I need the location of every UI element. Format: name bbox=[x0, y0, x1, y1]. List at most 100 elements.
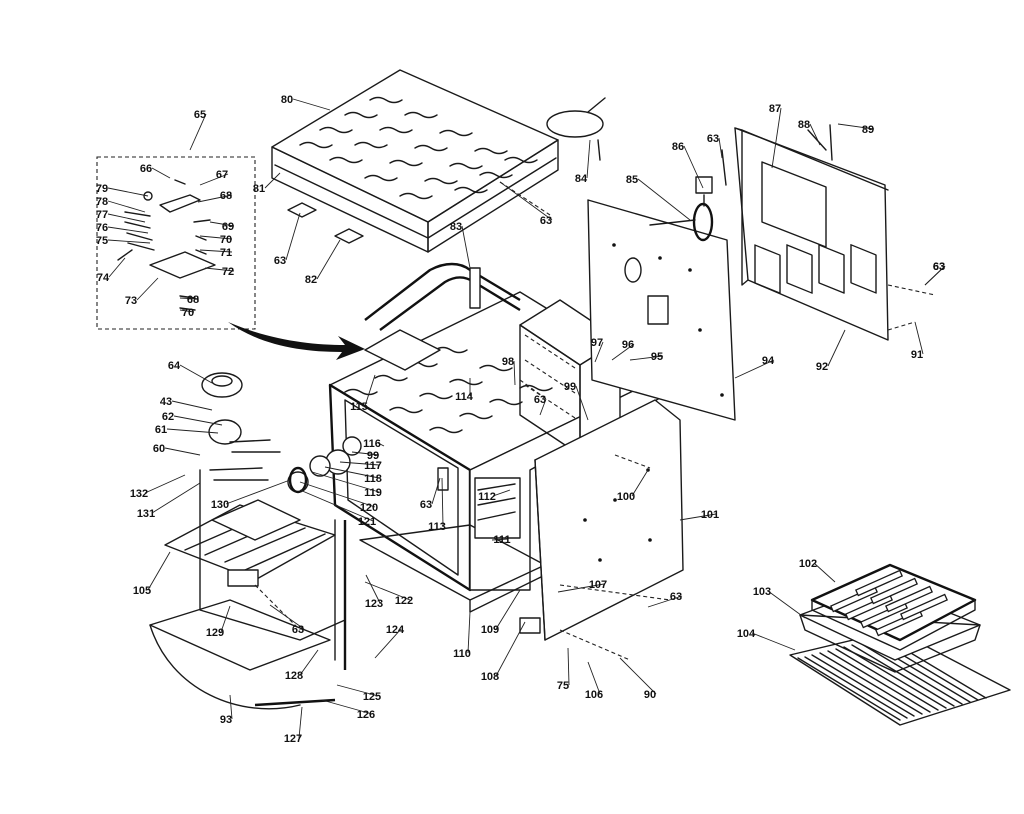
leader-line bbox=[594, 341, 604, 363]
leader-line bbox=[299, 649, 319, 676]
callout-label: 70 bbox=[220, 234, 232, 246]
leader-line bbox=[311, 471, 380, 493]
callout-label: 75 bbox=[557, 680, 569, 692]
leader-line bbox=[751, 632, 796, 651]
callout-label: 63 bbox=[292, 624, 304, 636]
callout-label: 110 bbox=[453, 648, 471, 660]
leader-line bbox=[107, 187, 149, 197]
callout-label: 63 bbox=[534, 394, 546, 406]
leader-line bbox=[441, 477, 444, 527]
leader-line bbox=[813, 562, 836, 583]
callout-label: 96 bbox=[622, 339, 634, 351]
callout-label: 93 bbox=[220, 714, 232, 726]
leader-line bbox=[264, 172, 281, 189]
callout-label: 63 bbox=[540, 215, 552, 227]
leader-line bbox=[611, 343, 635, 361]
callout-label: 69 bbox=[222, 221, 234, 233]
callout-label: 63 bbox=[707, 133, 719, 145]
callout-label: 129 bbox=[206, 627, 224, 639]
leader-line bbox=[199, 235, 233, 240]
callout-label: 78 bbox=[96, 196, 108, 208]
callout-label: 116 bbox=[363, 438, 381, 450]
leader-line bbox=[809, 123, 821, 146]
leader-line bbox=[199, 249, 233, 253]
leader-line bbox=[647, 595, 683, 608]
leader-line bbox=[495, 621, 526, 677]
callout-label: 113 bbox=[428, 521, 446, 533]
leader-line bbox=[365, 574, 381, 604]
back-cover-vents bbox=[754, 244, 877, 294]
callout-label: 43 bbox=[160, 396, 172, 408]
callout-label: 84 bbox=[575, 173, 588, 185]
callout-label: 95 bbox=[651, 351, 663, 363]
callout-label: 125 bbox=[363, 691, 381, 703]
leader-line bbox=[364, 374, 376, 407]
leader-line bbox=[107, 226, 149, 234]
leader-line bbox=[364, 581, 411, 601]
callout-label: 108 bbox=[481, 671, 499, 683]
callout-label: 90 bbox=[644, 689, 656, 701]
callout-label: 64 bbox=[168, 360, 181, 372]
leader-line bbox=[351, 451, 380, 456]
callout-label: 118 bbox=[364, 473, 382, 485]
callout-label: 79 bbox=[96, 183, 108, 195]
leader-line bbox=[492, 489, 511, 497]
back-cover-panel bbox=[734, 124, 889, 341]
callout-label: 100 bbox=[617, 491, 635, 503]
callout-label: 77 bbox=[96, 209, 108, 221]
leader-line bbox=[321, 699, 373, 715]
callout-label: 97 bbox=[591, 337, 603, 349]
leader-line bbox=[324, 466, 380, 479]
side-panel bbox=[519, 399, 684, 641]
callout-label: 88 bbox=[798, 119, 810, 131]
callout-label: 65 bbox=[194, 109, 206, 121]
callout-label: 92 bbox=[816, 361, 828, 373]
leader-line bbox=[108, 257, 126, 278]
callout-label: 71 bbox=[220, 247, 232, 259]
callout-label: 67 bbox=[216, 169, 228, 181]
callout-label: 86 bbox=[672, 141, 684, 153]
callout-label: 132 bbox=[130, 488, 148, 500]
callout-label: 131 bbox=[137, 508, 155, 520]
callout-label: 123 bbox=[365, 598, 383, 610]
callout-label: 63 bbox=[274, 255, 286, 267]
callout-label: 111 bbox=[493, 534, 510, 546]
leader-line bbox=[151, 482, 201, 514]
callout-label: 109 bbox=[481, 624, 499, 636]
leader-line bbox=[209, 221, 235, 227]
leader-line bbox=[179, 309, 195, 313]
left-components bbox=[201, 372, 308, 494]
leader-line bbox=[718, 137, 723, 159]
leader-line bbox=[827, 329, 846, 367]
leader-line bbox=[499, 181, 553, 221]
leader-line bbox=[292, 98, 331, 111]
leader-line bbox=[144, 474, 186, 494]
leader-line bbox=[339, 461, 380, 466]
leader-line bbox=[567, 647, 570, 686]
leader-line bbox=[767, 590, 806, 619]
callout-label: 68 bbox=[187, 294, 199, 306]
callout-label: 73 bbox=[125, 295, 137, 307]
callout-label: 91 bbox=[911, 349, 923, 361]
callout-label: 105 bbox=[133, 585, 151, 597]
callout-label: 66 bbox=[140, 163, 152, 175]
callout-label: 82 bbox=[305, 274, 317, 286]
leader-line bbox=[197, 194, 233, 203]
callout-label: 99 bbox=[564, 381, 576, 393]
callout-label: 98 bbox=[502, 356, 514, 368]
inset-bracket-assembly bbox=[96, 156, 256, 330]
leader-line bbox=[107, 213, 146, 223]
leader-line bbox=[431, 477, 441, 505]
leader-line bbox=[199, 173, 229, 186]
leader-line bbox=[557, 583, 605, 593]
leader-line bbox=[299, 489, 374, 522]
leader-line bbox=[587, 661, 601, 695]
leader-line bbox=[171, 400, 213, 411]
top-insulation-panel bbox=[271, 69, 559, 253]
callout-label: 127 bbox=[284, 733, 302, 745]
leader-line bbox=[683, 145, 704, 189]
leader-line bbox=[467, 611, 471, 654]
oven-rack-assembly bbox=[149, 469, 347, 710]
